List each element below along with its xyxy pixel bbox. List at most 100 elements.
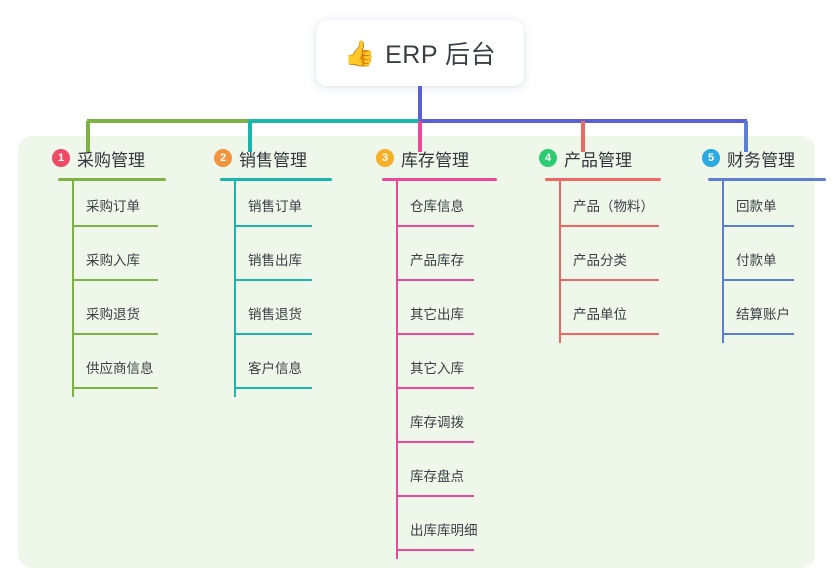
leaf-underline — [396, 441, 474, 443]
leaf-node[interactable]: 其它入库 — [362, 343, 497, 397]
leaf-underline — [72, 279, 158, 281]
leaf-label: 出库库明细 — [410, 523, 478, 538]
branch-trunk-line-3 — [396, 181, 398, 559]
branch-badge-1: 1 — [52, 149, 70, 167]
branch-trunk-line-2 — [234, 181, 236, 397]
leaf-label: 其它入库 — [410, 361, 464, 376]
leaf-label: 产品库存 — [410, 253, 464, 268]
leaf-underline — [722, 333, 794, 335]
branch-underline-4 — [545, 178, 661, 181]
leaf-node[interactable]: 付款单 — [688, 235, 826, 289]
leaf-label: 销售退货 — [248, 307, 302, 322]
leaf-node[interactable]: 客户信息 — [200, 343, 332, 397]
branch-badge-5: 5 — [702, 149, 720, 167]
leaf-underline — [234, 387, 312, 389]
leaf-underline — [72, 387, 158, 389]
leaf-underline — [396, 549, 474, 551]
leaf-label: 客户信息 — [248, 361, 302, 376]
branch-header-2[interactable]: 2 销售管理 — [200, 146, 332, 170]
leaf-label: 销售订单 — [248, 199, 302, 214]
branch-title-2: 销售管理 — [239, 150, 307, 170]
leaf-label: 采购订单 — [86, 199, 140, 214]
leaf-label: 库存盘点 — [410, 469, 464, 484]
leaf-underline — [72, 333, 158, 335]
leaf-node[interactable]: 销售订单 — [200, 181, 332, 235]
leaf-node[interactable]: 销售出库 — [200, 235, 332, 289]
root-node[interactable]: 👍 ERP 后台 — [316, 20, 524, 86]
leaf-underline — [234, 279, 312, 281]
leaf-node[interactable]: 供应商信息 — [38, 343, 166, 397]
leaf-label: 结算账户 — [736, 307, 790, 322]
leaf-underline — [234, 333, 312, 335]
leaf-underline — [396, 279, 474, 281]
leaf-node[interactable]: 产品（物料） — [525, 181, 661, 235]
branch-underline-5 — [708, 178, 826, 181]
branch-column-1[interactable]: 1 采购管理采购订单采购入库采购退货供应商信息 — [38, 146, 166, 397]
leaf-underline — [396, 387, 474, 389]
branch-items-5: 回款单付款单结算账户 — [688, 181, 826, 343]
leaf-label: 采购入库 — [86, 253, 140, 268]
leaf-node[interactable]: 仓库信息 — [362, 181, 497, 235]
leaf-node[interactable]: 产品库存 — [362, 235, 497, 289]
leaf-label: 库存调拨 — [410, 415, 464, 430]
branch-badge-3: 3 — [376, 149, 394, 167]
leaf-label: 回款单 — [736, 199, 777, 214]
leaf-node[interactable]: 产品分类 — [525, 235, 661, 289]
leaf-underline — [396, 495, 474, 497]
branch-title-4: 产品管理 — [564, 150, 632, 170]
branch-column-5[interactable]: 5 财务管理回款单付款单结算账户 — [688, 146, 826, 343]
leaf-node[interactable]: 库存盘点 — [362, 451, 497, 505]
branch-underline-3 — [382, 178, 497, 181]
branch-items-3: 仓库信息产品库存其它出库其它入库库存调拨库存盘点出库库明细 — [362, 181, 497, 559]
leaf-label: 产品单位 — [573, 307, 627, 322]
leaf-label: 付款单 — [736, 253, 777, 268]
branch-header-3[interactable]: 3 库存管理 — [362, 146, 497, 170]
leaf-label: 销售出库 — [248, 253, 302, 268]
leaf-node[interactable]: 其它出库 — [362, 289, 497, 343]
leaf-node[interactable]: 采购订单 — [38, 181, 166, 235]
branch-items-4: 产品（物料） 产品分类产品单位 — [525, 181, 661, 343]
leaf-node[interactable]: 库存调拨 — [362, 397, 497, 451]
root-title: ERP 后台 — [385, 41, 497, 69]
leaf-label: 仓库信息 — [410, 199, 464, 214]
leaf-label: 采购退货 — [86, 307, 140, 322]
branch-trunk-line-5 — [722, 181, 724, 343]
branch-trunk-line-4 — [559, 181, 561, 343]
branch-badge-4: 4 — [539, 149, 557, 167]
leaf-node[interactable]: 产品单位 — [525, 289, 661, 343]
leaf-label: 其它出库 — [410, 307, 464, 322]
branch-items-2: 销售订单销售出库销售退货客户信息 — [200, 181, 332, 397]
leaf-node[interactable]: 回款单 — [688, 181, 826, 235]
leaf-underline — [396, 333, 474, 335]
leaf-label: 产品（物料） — [573, 199, 654, 214]
branch-column-3[interactable]: 3 库存管理仓库信息产品库存其它出库其它入库库存调拨库存盘点出库库明细 — [362, 146, 497, 559]
leaf-underline — [559, 279, 659, 281]
leaf-node[interactable]: 出库库明细 — [362, 505, 497, 559]
branch-header-4[interactable]: 4 产品管理 — [525, 146, 661, 170]
leaf-node[interactable]: 结算账户 — [688, 289, 826, 343]
leaf-underline — [722, 225, 794, 227]
branch-title-1: 采购管理 — [77, 150, 145, 170]
branch-trunk-line-1 — [72, 181, 74, 397]
thumbs-up-icon: 👍 — [343, 38, 376, 68]
leaf-node[interactable]: 采购入库 — [38, 235, 166, 289]
branch-header-1[interactable]: 1 采购管理 — [38, 146, 166, 170]
branch-title-5: 财务管理 — [727, 150, 795, 170]
branch-column-4[interactable]: 4 产品管理产品（物料） 产品分类产品单位 — [525, 146, 661, 343]
leaf-node[interactable]: 采购退货 — [38, 289, 166, 343]
branch-title-3: 库存管理 — [401, 150, 469, 170]
leaf-underline — [72, 225, 158, 227]
leaf-label: 产品分类 — [573, 253, 627, 268]
leaf-underline — [722, 279, 794, 281]
leaf-underline — [559, 225, 659, 227]
branch-badge-2: 2 — [214, 149, 232, 167]
leaf-label: 供应商信息 — [86, 361, 154, 376]
branch-items-1: 采购订单采购入库采购退货供应商信息 — [38, 181, 166, 397]
leaf-node[interactable]: 销售退货 — [200, 289, 332, 343]
leaf-underline — [396, 225, 474, 227]
branch-column-2[interactable]: 2 销售管理销售订单销售出库销售退货客户信息 — [200, 146, 332, 397]
branch-header-5[interactable]: 5 财务管理 — [688, 146, 826, 170]
leaf-underline — [559, 333, 659, 335]
branch-underline-1 — [58, 178, 166, 181]
